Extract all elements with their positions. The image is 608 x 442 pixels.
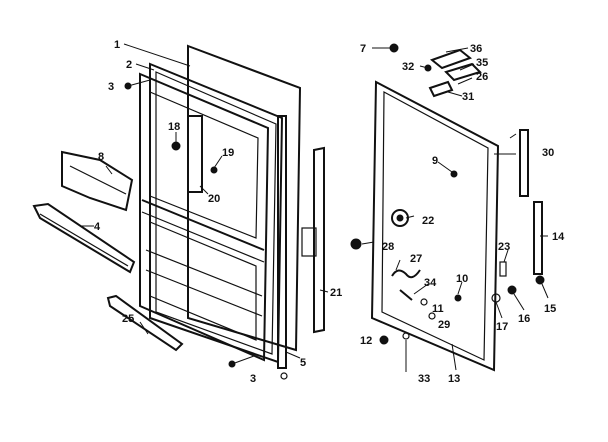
spring: [391, 269, 421, 279]
screw-bottom: [228, 355, 255, 368]
callout-32: 32: [402, 61, 414, 73]
door-outer-panel: [187, 44, 302, 352]
bumper: [350, 238, 362, 250]
callout-12: 12: [360, 335, 372, 347]
right-door-panel-inner: [381, 91, 489, 361]
door-shelf: [61, 150, 134, 212]
seal-strip-end: [280, 372, 288, 380]
liner-rail-a: [145, 249, 263, 297]
door-handle: [519, 129, 529, 197]
door-shelf-edge: [69, 165, 127, 195]
handle-mark: [509, 133, 517, 139]
door-clip: [210, 166, 218, 174]
callout-31: 31: [462, 91, 474, 103]
callout-21: 21: [330, 287, 342, 299]
hinge-screw: [389, 43, 399, 53]
callout-27: 27: [410, 253, 422, 265]
liner-upper-recess: [149, 91, 259, 239]
shelf-post: [187, 115, 203, 193]
liner-divider: [141, 199, 265, 251]
screw-12: [379, 335, 389, 345]
washer-29: [428, 312, 436, 320]
callout-2: 2: [126, 59, 132, 71]
liner-divider-2: [141, 211, 265, 263]
door-trim: [313, 146, 325, 334]
callout-16: 16: [518, 313, 530, 325]
callout-7: 7: [360, 43, 366, 55]
seal-strip: [277, 115, 287, 369]
callout-20: 20: [208, 193, 220, 205]
callout-29: 29: [438, 319, 450, 331]
callout-36: 36: [470, 43, 482, 55]
callout-28: 28: [382, 241, 394, 253]
callout-23: 23: [498, 241, 510, 253]
callout-18: 18: [168, 121, 180, 133]
screw-33-head: [402, 332, 410, 340]
door-knob: [171, 141, 181, 151]
callout-30: 30: [542, 147, 554, 159]
callout-9: 9: [432, 155, 438, 167]
callout-35: 35: [476, 57, 488, 69]
callout-13: 13: [448, 373, 460, 385]
callout-15: 15: [544, 303, 556, 315]
right-door-assembly: [350, 43, 545, 372]
callout-33: 33: [418, 373, 430, 385]
door-gasket-inner: [155, 71, 277, 355]
callout-22: 22: [422, 215, 434, 227]
liner-rail-b: [145, 269, 263, 317]
callout-1: 1: [114, 39, 120, 51]
callout-3-bottom: 3: [250, 373, 256, 385]
callout-14: 14: [552, 231, 565, 243]
leader-lines: [80, 43, 549, 371]
hinge-pin: [535, 275, 545, 285]
hinge-rod: [533, 201, 543, 275]
hinge-assembly: [424, 48, 482, 98]
washer-11: [420, 298, 428, 306]
callout-11: 11: [432, 303, 444, 315]
shelf-rail-lip: [39, 213, 129, 267]
callout-19: 19: [222, 147, 234, 159]
left-door-assembly: [32, 44, 325, 380]
bushing-16: [507, 285, 517, 295]
trim-bracket: [301, 227, 317, 257]
callout-26: 26: [476, 71, 488, 83]
bottom-bar: [106, 294, 184, 352]
callout-25: 25: [122, 313, 134, 325]
callout-10: 10: [456, 273, 468, 285]
callout-17: 17: [496, 321, 508, 333]
callout-4: 4: [94, 221, 101, 233]
shelf-rail: [32, 202, 136, 274]
callout-labels: 1 2 3 8 18 19 20 4 21 25 5 3 7 36 32 35 …: [94, 39, 565, 385]
screw-top: [124, 79, 151, 90]
right-door-panel: [370, 80, 500, 372]
callout-8: 8: [98, 151, 104, 163]
door-liner: [139, 72, 270, 362]
spacer-23: [499, 261, 507, 277]
pin-10: [454, 294, 462, 302]
callout-5: 5: [300, 357, 306, 369]
door-stop: [450, 170, 458, 178]
cam-gear-hub: [396, 214, 404, 222]
bracket-34: [399, 289, 413, 301]
callout-3-top: 3: [108, 81, 114, 93]
callout-34: 34: [424, 277, 437, 289]
